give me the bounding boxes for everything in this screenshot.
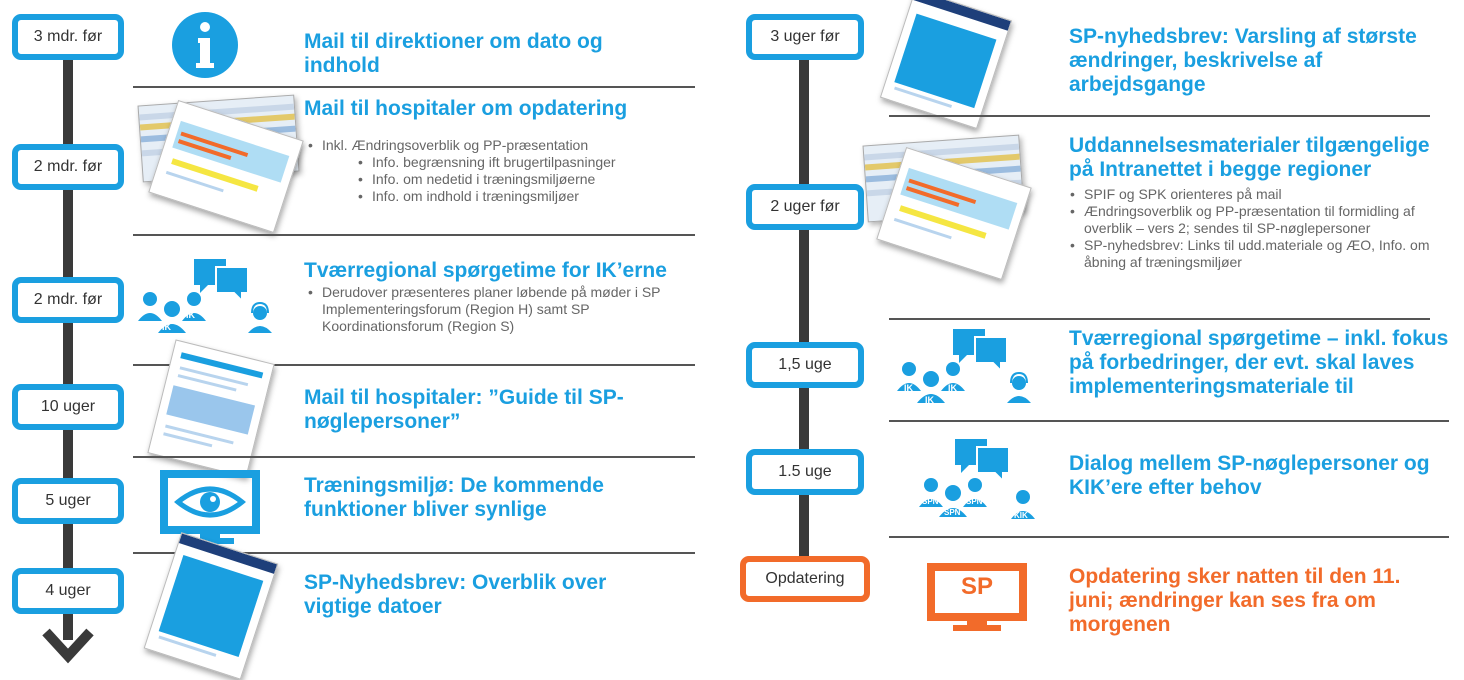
time-pill-2-mdr-b: 2 mdr. før xyxy=(12,277,124,323)
sub-bullet-item: Info. om nedetid i træningsmiljøerne xyxy=(356,171,706,188)
time-pill-5-uger: 5 uger xyxy=(12,478,124,524)
step-title-spoergetime-forbedringer: Tværregional spørgetime – inkl. fokus på… xyxy=(1069,327,1449,398)
divider xyxy=(889,115,1430,117)
bullet-list: Inkl. Ændringsoverblik og PP-præsentatio… xyxy=(306,137,706,205)
divider xyxy=(889,536,1449,538)
sub-bullet-item: Info. om indhold i træningsmiljøer xyxy=(356,188,706,205)
bullet-item: Derudover præsenteres planer løbende på … xyxy=(306,284,706,335)
divider xyxy=(889,420,1449,422)
ik-label: IK xyxy=(948,383,957,393)
divider xyxy=(133,552,695,554)
bullet-item: Inkl. Ændringsoverblik og PP-præsentatio… xyxy=(306,137,706,154)
time-pill-2-mdr-a: 2 mdr. før xyxy=(12,144,124,190)
time-pill-4-uger: 4 uger xyxy=(12,568,124,614)
ik-label: IK xyxy=(925,395,934,405)
step-title-opdatering: Opdatering sker natten til den 11. juni;… xyxy=(1069,565,1401,636)
monitor-sp-label: SP xyxy=(960,573,993,600)
time-pill-1-5-uge-b: 1.5 uge xyxy=(746,449,864,495)
chat-group-icon xyxy=(897,329,1031,403)
bullet-list: SPIF og SPK orienteres på mail Ændringso… xyxy=(1068,186,1448,271)
divider xyxy=(133,234,695,236)
ik-label: IK xyxy=(186,310,195,320)
step-title-uddannelsesmaterialer: Uddannelsesmaterialer tilgængelige på In… xyxy=(1069,134,1430,181)
time-pill-1-5-uge-a: 1,5 uge xyxy=(746,342,864,388)
spn-label: SPN xyxy=(922,497,939,506)
step-title-dialog: Dialog mellem SP-nøglepersoner og KIK’er… xyxy=(1069,452,1430,499)
left-timeline-axis xyxy=(63,40,73,640)
monitor-eye-icon xyxy=(160,470,260,544)
spn-label: SPN xyxy=(944,508,961,517)
sub-bullet-item: Info. begrænsning ift brugertilpasninger xyxy=(356,154,706,171)
time-pill-3-mdr: 3 mdr. før xyxy=(12,14,124,60)
newsletter-icon xyxy=(143,532,279,680)
ik-label: IK xyxy=(904,383,913,393)
bullet-item: SP-nyhedsbrev: Links til udd.materiale o… xyxy=(1068,237,1448,271)
timeline-arrow-head-icon xyxy=(42,628,94,664)
newsletter-icon xyxy=(879,0,1013,129)
chat-group-icon xyxy=(138,259,272,333)
kik-label: KIK xyxy=(1014,511,1028,520)
bullet-item: Ændringsoverblik og PP-præsentation til … xyxy=(1068,203,1448,237)
step-title-hospitaler-opdatering: Mail til hospitaler om opdatering xyxy=(304,97,628,120)
step-title-spoergetime-ik: Tværregional spørgetime for IK’erne xyxy=(304,259,667,282)
step-title-nyhedsbrev-overblik: SP-Nyhedsbrev: Overblik over vigtige dat… xyxy=(304,571,607,618)
time-pill-2-uger: 2 uger før xyxy=(746,184,864,230)
step-title-guide: Mail til hospitaler: ”Guide til SP-nøgle… xyxy=(304,386,624,433)
bullet-item: SPIF og SPK orienteres på mail xyxy=(1068,186,1448,203)
step-title-direktioner: Mail til direktioner om dato og indhold xyxy=(304,30,603,77)
time-pill-3-uger: 3 uger før xyxy=(746,14,864,60)
step-title-traeningsmiljoe: Træningsmiljø: De kommende funktioner bl… xyxy=(304,474,604,521)
time-pill-opdatering: Opdatering xyxy=(740,556,870,602)
spn-label: SPN xyxy=(966,497,983,506)
time-pill-10-uger: 10 uger xyxy=(12,384,124,430)
divider xyxy=(133,86,695,88)
divider xyxy=(133,456,695,458)
divider xyxy=(889,318,1430,320)
chat-group-icon xyxy=(919,439,1035,519)
step-title-varsling: SP-nyhedsbrev: Varsling af største ændri… xyxy=(1069,25,1417,96)
monitor-sp-icon xyxy=(927,563,1027,631)
divider xyxy=(133,364,695,366)
ik-label: IK xyxy=(162,322,171,332)
info-icon xyxy=(172,12,238,78)
bullet-list: Derudover præsenteres planer løbende på … xyxy=(306,284,706,335)
right-timeline-axis xyxy=(799,40,809,580)
